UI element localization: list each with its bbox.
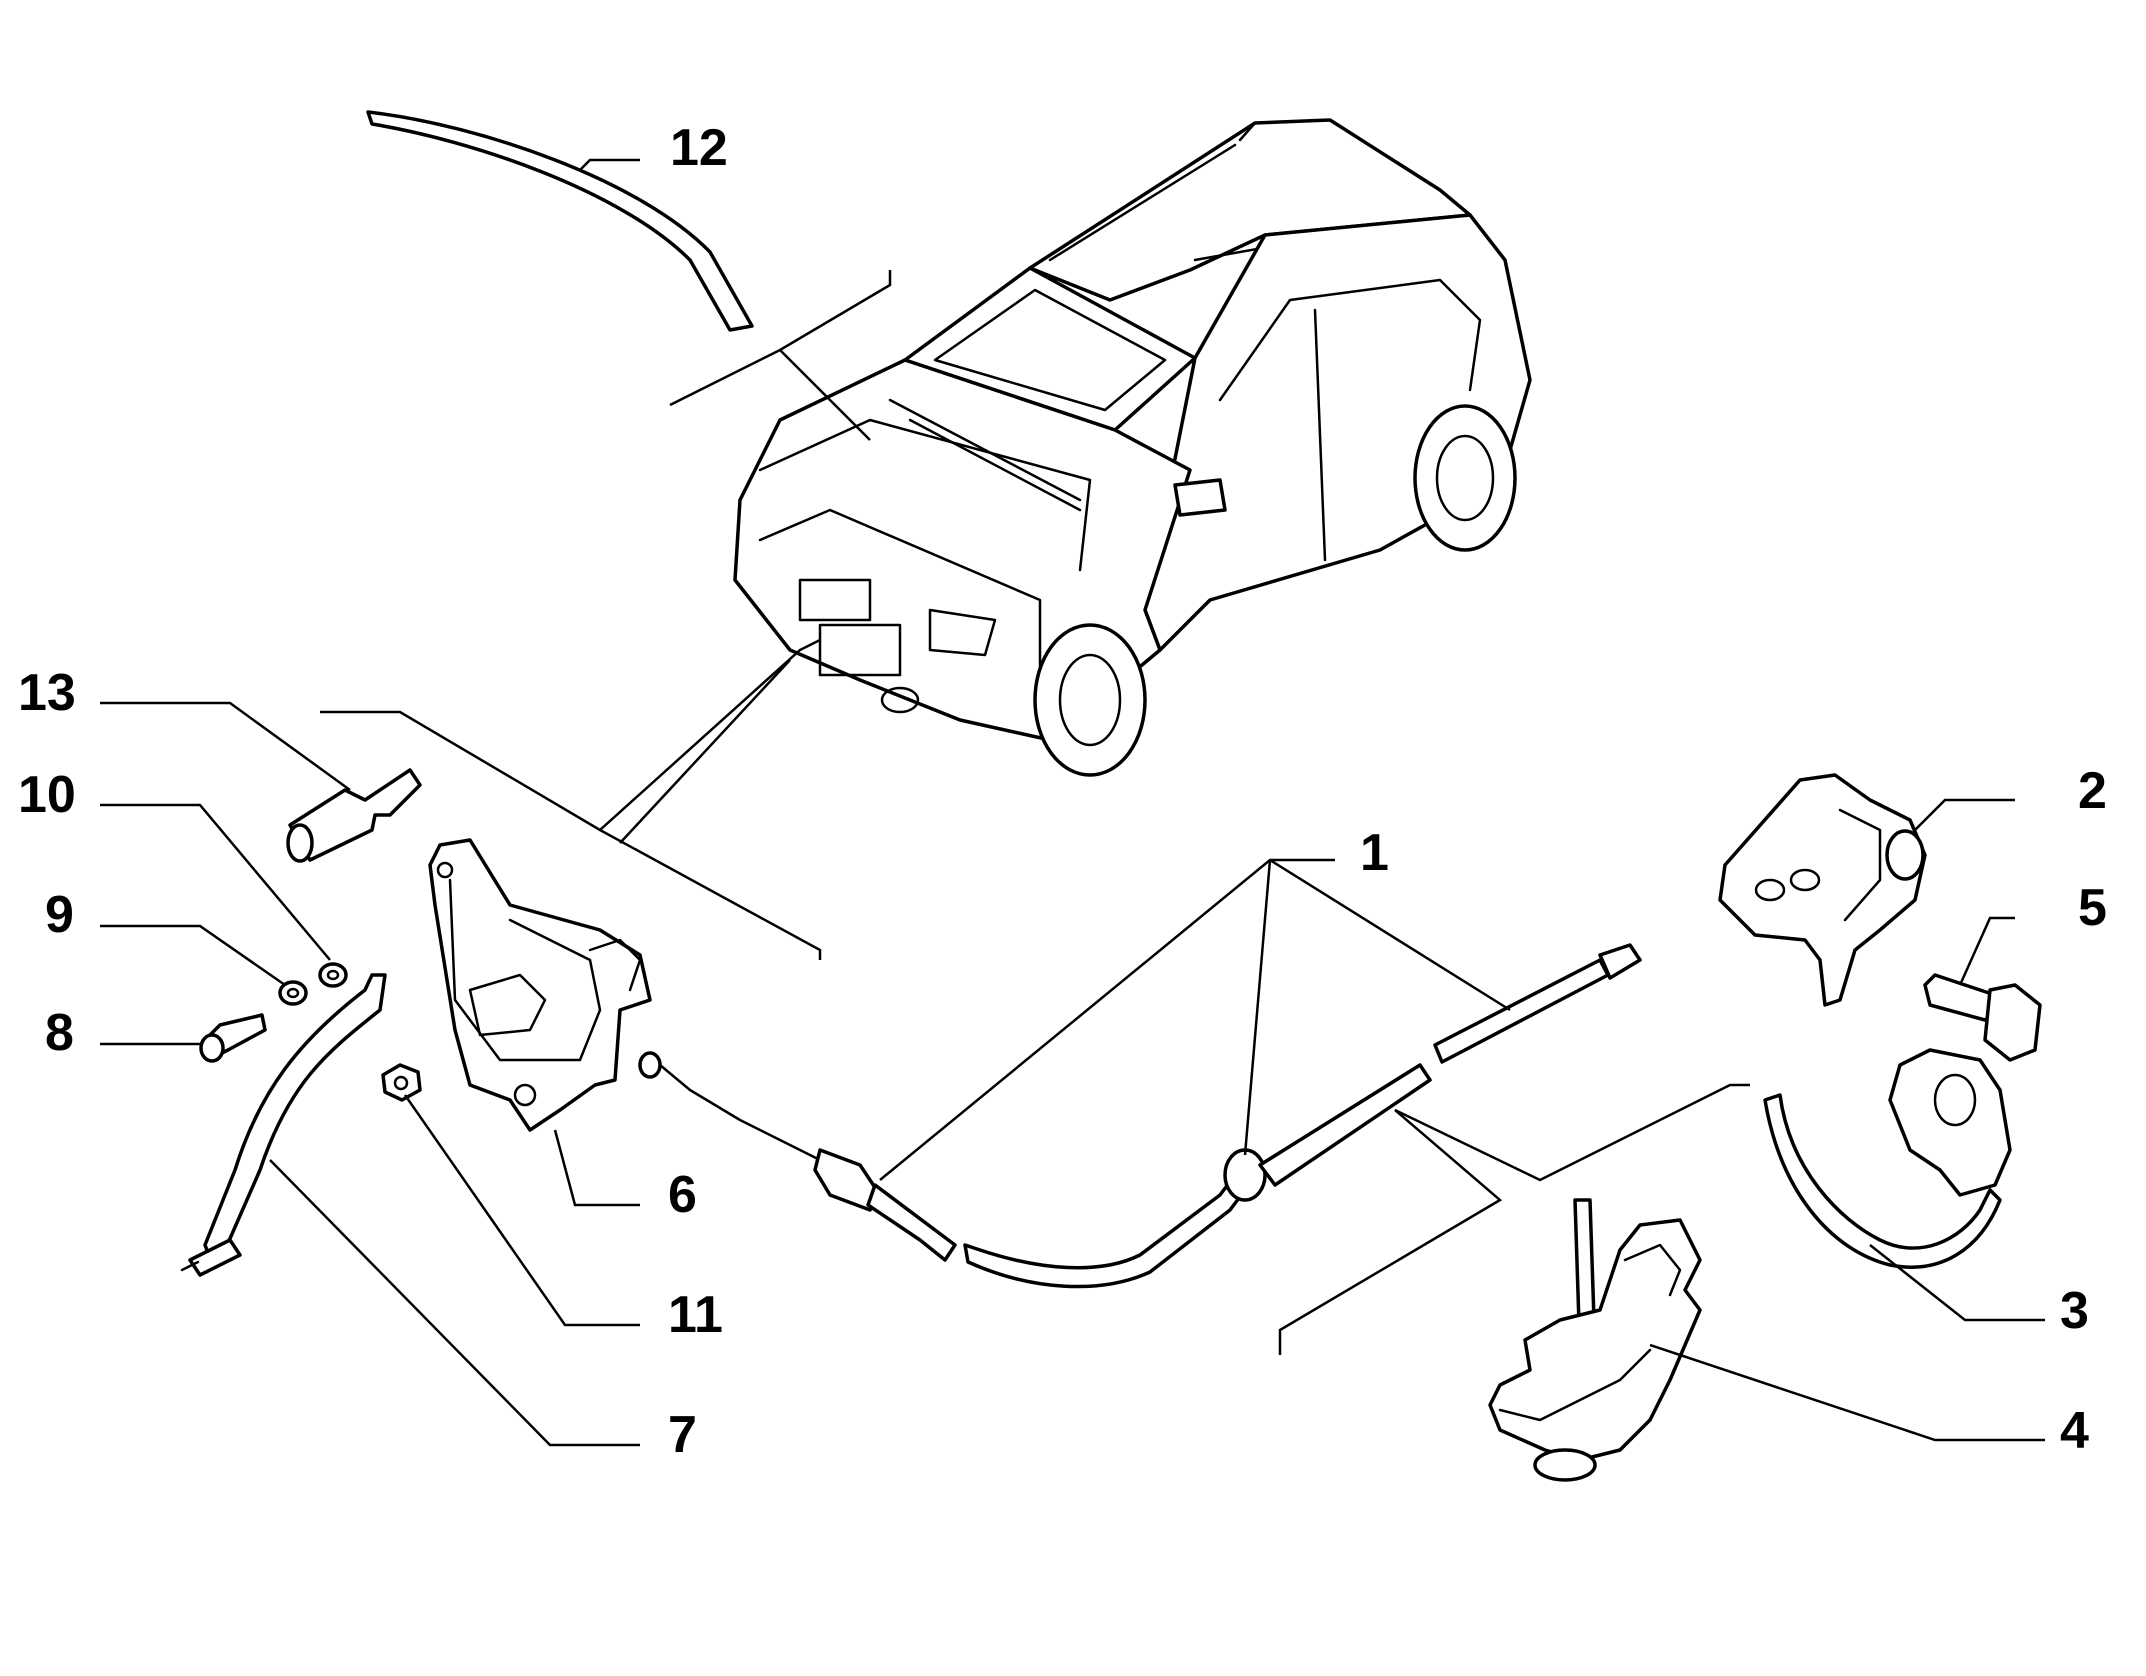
callout-11: 11 (668, 1286, 723, 1344)
part-10-washer (318, 962, 348, 988)
callout-3: 3 (2060, 1282, 2089, 1340)
callout-5: 5 (2078, 879, 2107, 937)
part-9-washer (278, 980, 308, 1006)
callout-2: 2 (2078, 762, 2107, 820)
part-8-bolt (199, 1013, 267, 1063)
callout-labels: 12 13 10 9 8 6 11 7 1 2 5 3 4 (18, 119, 2107, 1464)
callout-4: 4 (2060, 1402, 2089, 1460)
part-6-bonnet-lock (428, 838, 652, 1132)
callout-10: 10 (18, 766, 76, 824)
leader-lines (100, 158, 2045, 1447)
part-2-bonnet-hinge (1718, 773, 1927, 1007)
part-12-bonnet-seal (366, 110, 754, 332)
part-11-nut (381, 1063, 422, 1102)
callout-13: 13 (18, 664, 76, 722)
vehicle-illustration (733, 118, 1532, 777)
part-13-bump-stop (286, 768, 422, 863)
callout-12: 12 (670, 119, 728, 177)
callout-6: 6 (668, 1166, 697, 1224)
callout-1: 1 (1360, 824, 1389, 882)
callout-8: 8 (45, 1004, 74, 1062)
part-4-cable-support (1488, 1198, 1702, 1482)
part-3-strap-clip (1763, 1048, 2012, 1269)
part-1-release-cable (638, 943, 1642, 1289)
part-7-prop-rod (180, 973, 387, 1277)
callout-9: 9 (45, 886, 74, 944)
callout-7: 7 (668, 1406, 697, 1464)
part-5-hinge-bolt (1923, 973, 2042, 1062)
